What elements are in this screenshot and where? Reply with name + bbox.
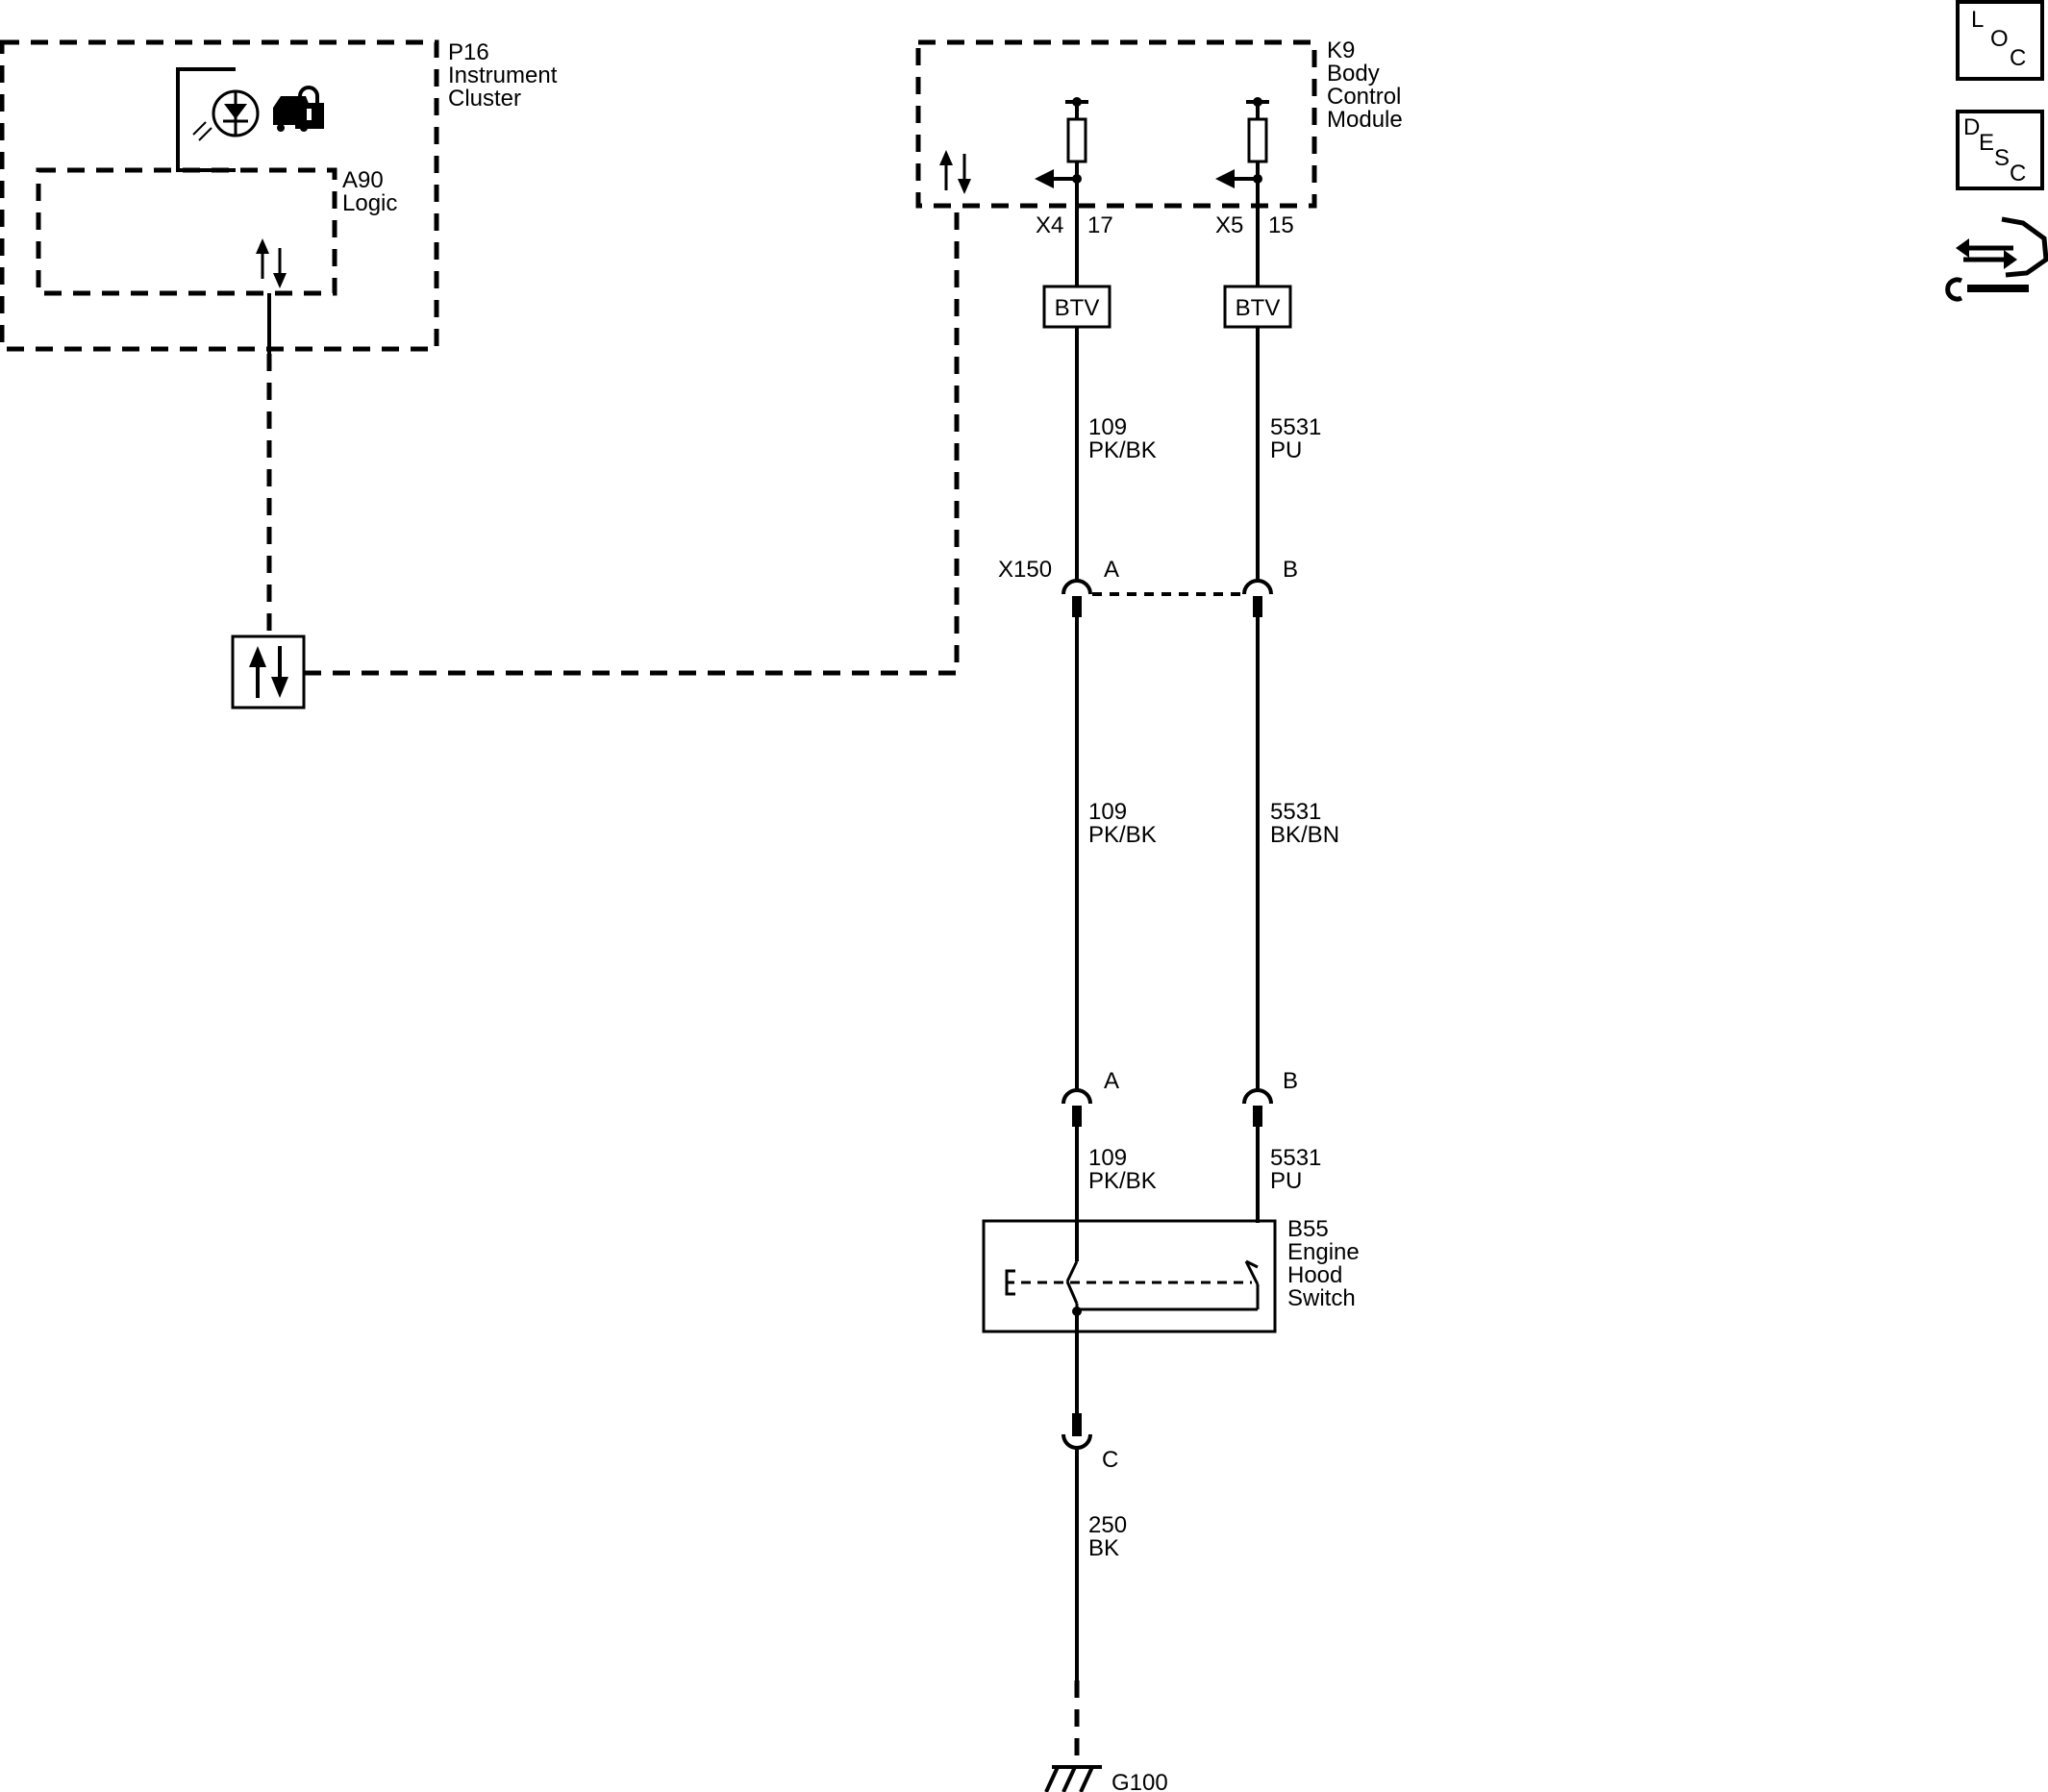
- b55-name-line-3: Switch: [1287, 1285, 1356, 1311]
- k9-name-line-1: Body: [1327, 61, 1380, 87]
- loc-button[interactable]: L O C: [1956, 0, 2044, 81]
- input-pullup-right: [1215, 97, 1269, 188]
- wire-6-circuit: 5531: [1270, 1145, 1321, 1171]
- p16-instrument-cluster: P16 Instrument Cluster A90 Logic: [0, 39, 558, 354]
- desc-letter-3: S: [1994, 145, 2010, 171]
- k9-name-line-3: Module: [1327, 107, 1403, 133]
- circuit-right: BTV 5531 PU 5531 BK/BN 5531 PU: [1223, 179, 1339, 1223]
- loc-letter-3: C: [2010, 45, 2026, 71]
- circuit-left: BTV 109 PK/BK 109 PK/BK 109 PK/BK: [1042, 179, 1157, 1261]
- wire-5-color: PK/BK: [1088, 1168, 1157, 1194]
- desc-letter-1: D: [1963, 114, 1980, 140]
- wire-1-circuit: 109: [1088, 414, 1127, 440]
- wire-7-color: BK: [1088, 1535, 1119, 1561]
- wire-5-circuit: 109: [1088, 1145, 1127, 1171]
- k9-ref: K9: [1327, 37, 1355, 63]
- loc-letter-2: O: [1990, 26, 2009, 52]
- wire-6-color: PU: [1270, 1168, 1302, 1194]
- connector-x150-pin-a: [1061, 579, 1092, 617]
- desc-letter-2: E: [1979, 130, 1994, 156]
- switch-connector-pin-c: [1061, 1413, 1092, 1450]
- p16-name-line-1: Instrument: [448, 62, 558, 88]
- serial-data-link: [231, 206, 960, 709]
- switch-contacts: [1065, 1259, 1260, 1316]
- switch-pin-c-label: C: [1102, 1447, 1118, 1473]
- vehicle-security-icon: [273, 86, 324, 132]
- x150-ref: X150: [998, 557, 1052, 583]
- btv-label-right: BTV: [1236, 295, 1281, 321]
- k9-left-connector: X4: [1036, 212, 1063, 238]
- ground-circuit: C 250 BK G100: [1044, 1311, 1168, 1792]
- x150-pin-a-label: A: [1104, 557, 1119, 583]
- k9-right-pin: 15: [1268, 212, 1294, 238]
- wire-7-circuit: 250: [1088, 1512, 1127, 1538]
- b55-name-line-1: Engine: [1287, 1239, 1360, 1265]
- k9-right-connector: X5: [1215, 212, 1243, 238]
- data-communication-icon: [249, 646, 288, 698]
- indicator-lamp-icon: [176, 67, 260, 172]
- b55-name-line-2: Hood: [1287, 1262, 1342, 1288]
- wire-4-circuit: 5531: [1270, 799, 1321, 825]
- connector-x150-pin-b: [1242, 579, 1273, 617]
- desc-button[interactable]: D E S C: [1956, 110, 2044, 190]
- p16-ref: P16: [448, 39, 489, 65]
- data-communication-icon: [256, 238, 287, 288]
- signal-arrow-icon: [1215, 169, 1235, 188]
- switch-connector-pin-a: [1061, 1088, 1092, 1127]
- ground-ref: G100: [1111, 1770, 1168, 1792]
- a90-ref: A90: [342, 167, 384, 193]
- signal-arrow-icon: [1035, 169, 1054, 188]
- switch-connector-pin-b: [1242, 1088, 1273, 1127]
- wire-1-color: PK/BK: [1088, 437, 1157, 463]
- input-pullup-left: [1035, 97, 1088, 188]
- btv-box-right: [1223, 285, 1292, 329]
- wire-2-color: PU: [1270, 437, 1302, 463]
- k9-left-pin: 17: [1087, 212, 1113, 238]
- btv-label-left: BTV: [1055, 295, 1100, 321]
- chassis-ground-icon: [1044, 1765, 1102, 1792]
- p16-name-line-2: Cluster: [448, 86, 521, 112]
- k9-name-line-2: Control: [1327, 84, 1401, 110]
- wire-3-color: PK/BK: [1088, 822, 1157, 848]
- data-communication-icon: [939, 150, 971, 194]
- b55-ref: B55: [1287, 1216, 1329, 1242]
- splice-pack: [231, 635, 306, 709]
- connector-wrench-icon[interactable]: [1945, 216, 2048, 302]
- desc-letter-4: C: [2010, 161, 2026, 187]
- wire-3-circuit: 109: [1088, 799, 1127, 825]
- b55-engine-hood-switch: B55 Engine Hood Switch: [982, 1216, 1360, 1333]
- x150-pin-b-label: B: [1283, 557, 1298, 583]
- a90-name: Logic: [342, 190, 397, 216]
- k9-body-control-module: K9 Body Control Module: [915, 37, 1403, 238]
- loc-letter-1: L: [1971, 7, 1984, 33]
- switch-pin-b-label: B: [1283, 1068, 1298, 1094]
- a90-logic-block: A90 Logic: [36, 167, 397, 296]
- wire-2-circuit: 5531: [1270, 414, 1321, 440]
- mechanical-actuator: [1005, 1269, 1252, 1296]
- btv-box-left: [1042, 285, 1111, 329]
- wire-4-color: BK/BN: [1270, 822, 1339, 848]
- connector-x150: X150 A B: [998, 557, 1298, 596]
- switch-pin-a-label: A: [1104, 1068, 1119, 1094]
